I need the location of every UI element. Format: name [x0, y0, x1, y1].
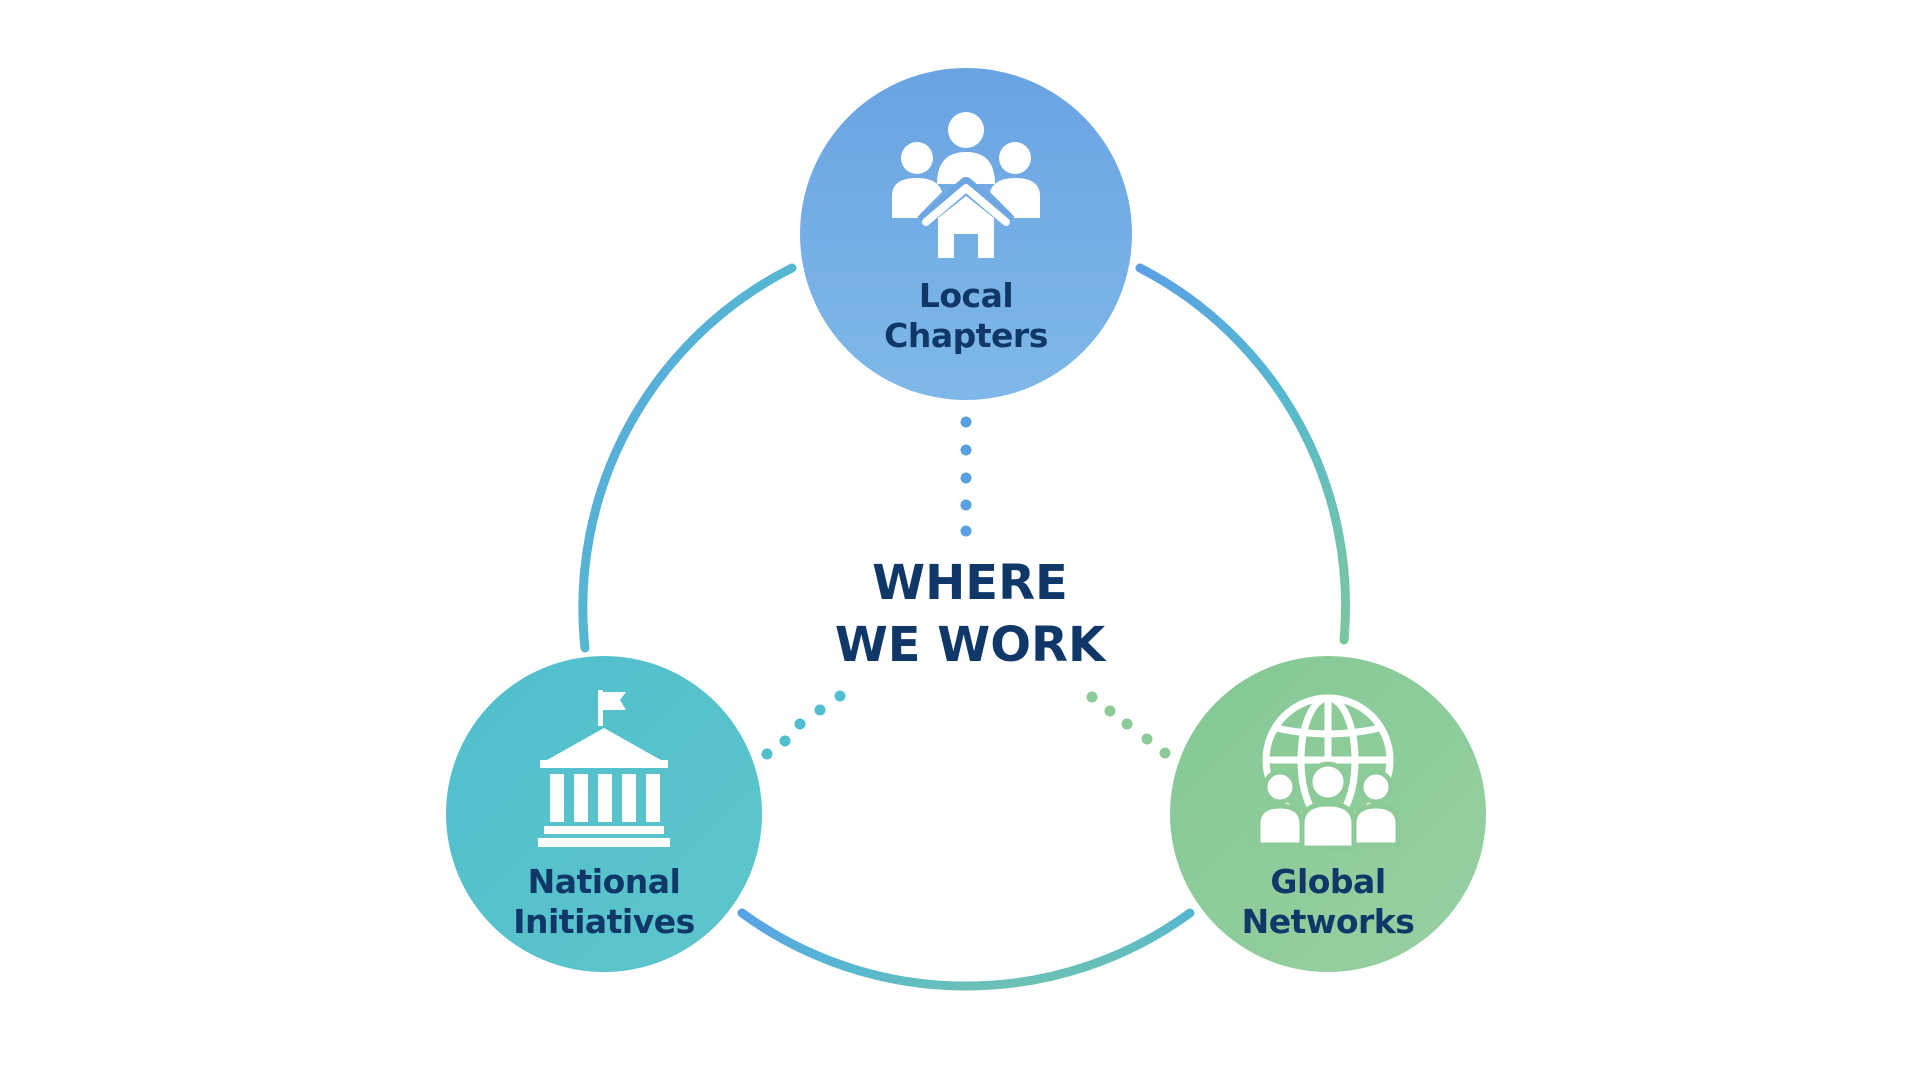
node-local-label: Local Chapters [836, 276, 1096, 356]
center-title-line2: WE WORK [834, 617, 1106, 673]
community-house-icon [892, 112, 1040, 258]
node-global-label: Global Networks [1198, 862, 1458, 942]
node-national-label-line2: Initiatives [513, 902, 695, 941]
globe-people-icon [1255, 694, 1401, 851]
dotted-connector-right [1086, 691, 1171, 759]
dotted-connector-left [761, 690, 846, 760]
node-global-label-line1: Global [1270, 862, 1386, 901]
ring-arc-bottom [737, 908, 1195, 991]
dotted-connector-top [960, 416, 972, 537]
node-national-label: National Initiatives [474, 862, 734, 942]
node-national-label-line1: National [527, 862, 681, 901]
node-local-label-line2: Chapters [884, 316, 1048, 355]
ring-arc-left [578, 263, 797, 653]
ring-arc-right [1135, 263, 1351, 645]
node-local-label-line1: Local [918, 276, 1014, 315]
connecting-ring [578, 263, 1351, 991]
center-title-line1: WHERE [872, 555, 1068, 611]
center-title: WHERE WE WORK [760, 552, 1180, 676]
node-global-label-line2: Networks [1241, 902, 1415, 941]
government-building-icon [538, 690, 670, 847]
